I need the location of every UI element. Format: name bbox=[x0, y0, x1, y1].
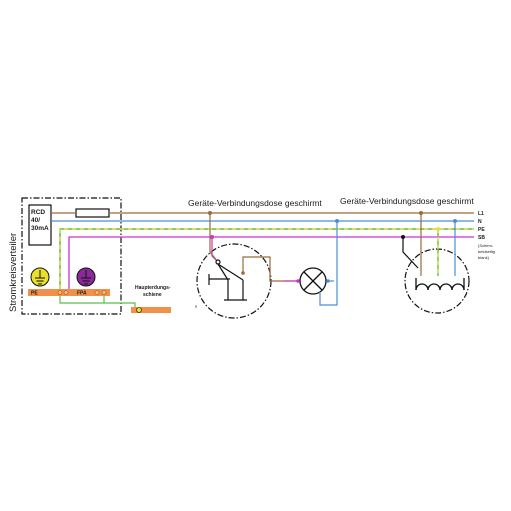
line-label-pe: PE bbox=[478, 227, 485, 233]
box-title-right: Geräte-Verbindungsdose geschirmt bbox=[340, 196, 474, 206]
haupterdung-label-2: schiene bbox=[143, 292, 162, 298]
screen-note-1: (Schirm- bbox=[478, 243, 494, 248]
main-earth-icon bbox=[136, 307, 142, 313]
box-title-left: Geräte-Verbindungsdose geschirmt bbox=[188, 198, 322, 208]
terminal-bar bbox=[28, 289, 110, 296]
l1-drop-left bbox=[209, 213, 219, 263]
sb-drop-right bbox=[402, 237, 419, 269]
line-label-sb: SB bbox=[478, 235, 485, 241]
earth-icon bbox=[30, 267, 50, 287]
line-label-l1: L1 bbox=[478, 211, 484, 217]
side-label: Stromkreisverteiler bbox=[8, 233, 19, 312]
screen-note-2: beidseitig bbox=[478, 249, 495, 254]
device-box-right bbox=[404, 248, 470, 314]
rcd-label-3: 30mA bbox=[31, 225, 49, 232]
screen-note-3: blank) bbox=[478, 255, 490, 260]
coil-symbol bbox=[415, 278, 465, 291]
switch-to-lamp bbox=[242, 256, 300, 282]
rcd-label-2: 40/ bbox=[31, 217, 40, 224]
junction-sb-left bbox=[210, 235, 214, 239]
distribution-box bbox=[21, 197, 122, 315]
main-earth-bar bbox=[131, 307, 171, 313]
fuse-symbol bbox=[75, 208, 110, 218]
line-sb bbox=[68, 236, 474, 289]
terminal-label-pe: PE bbox=[31, 291, 38, 297]
haupterdung-label-1: Haupterdungs- bbox=[135, 285, 171, 291]
terminal-label-fpa: FPA bbox=[77, 291, 87, 297]
device-box-left bbox=[196, 243, 272, 319]
switch-symbol bbox=[208, 259, 247, 301]
terminal-screws bbox=[57, 290, 107, 295]
lamp-icon bbox=[299, 267, 327, 295]
fpa-icon bbox=[76, 267, 96, 287]
line-label-n: N bbox=[478, 219, 482, 225]
pe-to-mainearth bbox=[59, 296, 136, 308]
n-drop-left bbox=[319, 221, 338, 306]
line-pe bbox=[59, 228, 474, 289]
rcd-label-1: RCD bbox=[31, 209, 45, 216]
rcd-block bbox=[28, 204, 52, 246]
